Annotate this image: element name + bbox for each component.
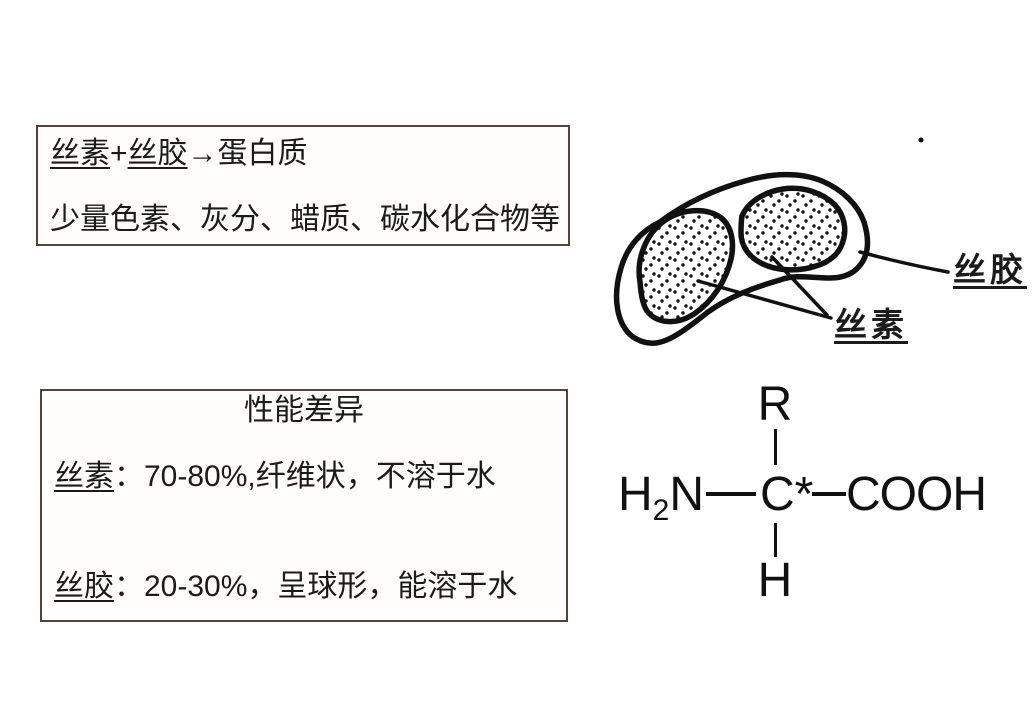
sericin-property-row: 丝胶：20-30%，呈球形，能溶于水 (54, 569, 517, 605)
leader-line-fibroin-left (696, 279, 833, 320)
plus-sign: + (110, 137, 128, 170)
hydrogen-label: H (757, 554, 793, 607)
fibroin-property-row: 丝素：70-80%,纤维状，不溶于水 (54, 459, 496, 495)
ink-dot (918, 137, 924, 143)
sericin-desc: ：20-30%，呈球形，能溶于水 (114, 570, 518, 603)
fibroin-term: 丝素 (50, 137, 110, 170)
fiber-cross-section-drawing (613, 137, 950, 346)
amine-group-label: H2N (618, 468, 705, 527)
composition-box: 丝素+丝胶→蛋白质 少量色素、灰分、蜡质、碳水化合物等 (36, 125, 570, 246)
sericin-label: 丝胶 (953, 251, 1027, 288)
bond-amine-carbon (706, 492, 756, 496)
fibroin-lobe-right (738, 185, 848, 273)
properties-title: 性能差异 (244, 394, 364, 427)
bond-carbon-carboxyl (812, 492, 846, 496)
protein-arrow-text: →蛋白质 (187, 137, 308, 170)
carboxyl-group-label: COOH (846, 468, 987, 521)
amino-acid-structure: R H2N C* COOH H (600, 373, 1000, 623)
composition-line-1: 丝素+丝胶→蛋白质 (50, 136, 556, 172)
leader-line-fibroin-right (770, 255, 829, 317)
fibroin-desc: ：70-80%,纤维状，不溶于水 (114, 460, 496, 493)
composition-line-2: 少量色素、灰分、蜡质、碳水化合物等 (50, 203, 560, 236)
alpha-carbon-label: C* (760, 468, 814, 521)
bond-r-carbon (774, 429, 777, 465)
fibroin-term: 丝素 (54, 460, 114, 493)
r-group-label: R (757, 378, 793, 431)
sericin-term: 丝胶 (54, 570, 114, 603)
sericin-term: 丝胶 (127, 137, 188, 170)
properties-box: 性能差异 丝素：70-80%,纤维状，不溶于水 丝胶：20-30%，呈球形，能溶… (40, 389, 568, 622)
bond-carbon-hydrogen (774, 523, 777, 557)
leader-line-sericin (858, 250, 950, 274)
fibroin-label: 丝素 (834, 306, 908, 343)
fibroin-lobe-left (636, 207, 736, 325)
